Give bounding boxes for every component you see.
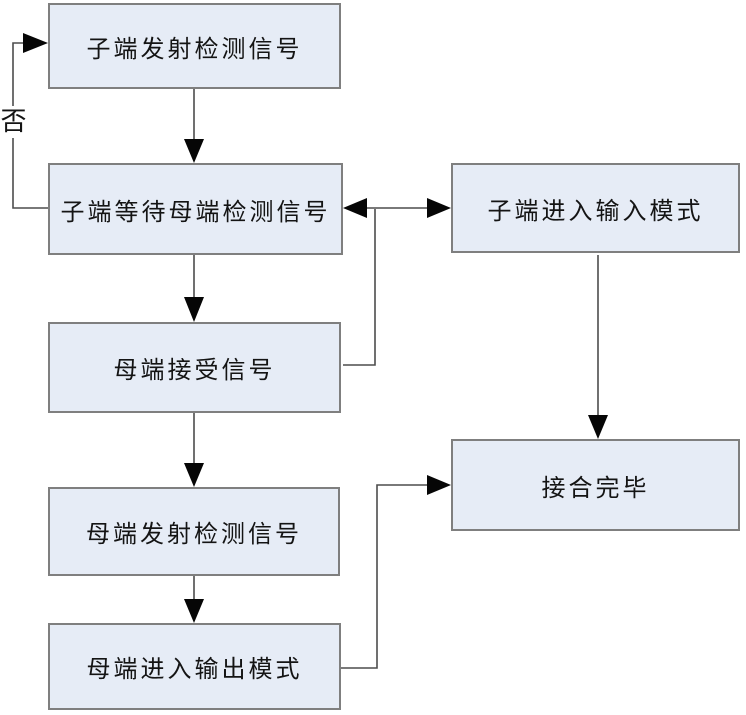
flow-box-label: 接合完毕 [541,473,650,502]
arrowhead-down-into-mother-receive [184,297,204,322]
arrowhead-down-into-child-wait [184,139,204,163]
flow-box-mother-transmit: 母端发射检测信号 [48,487,340,576]
flow-box-label: 母端接受信号 [113,356,276,384]
flow-box-label: 母端发射检测信号 [86,520,302,548]
arrowhead-right-into-child-transmit [23,33,48,53]
connector-receive-branch-up [343,209,376,366]
arrowhead-right-into-join-complete [427,475,451,495]
flow-box-label: 子端进入输入模式 [487,196,704,225]
arrowhead-down-into-join-complete [588,415,608,439]
flow-box-child-wait: 子端等待母端检测信号 [48,163,343,255]
flow-box-label: 子端等待母端检测信号 [60,197,331,226]
arrowhead-right-into-child-input [427,198,451,218]
flow-box-mother-receive: 母端接受信号 [48,322,341,413]
flow-box-join-complete: 接合完毕 [451,439,740,531]
flow-box-label: 母端进入输出模式 [86,655,303,683]
arrowhead-down-into-mother-output [184,599,204,623]
connector-output-to-complete [341,484,429,669]
flow-box-mother-output-mode: 母端进入输出模式 [48,623,341,710]
flow-box-label: 子端发射检测信号 [86,34,303,63]
arrowhead-down-into-mother-transmit [184,463,204,487]
arrowhead-left-into-child-wait [343,198,367,218]
edge-label-no: 否 [0,106,27,138]
flow-box-child-input-mode: 子端进入输入模式 [451,163,740,253]
flow-box-child-transmit: 子端发射检测信号 [48,3,341,89]
